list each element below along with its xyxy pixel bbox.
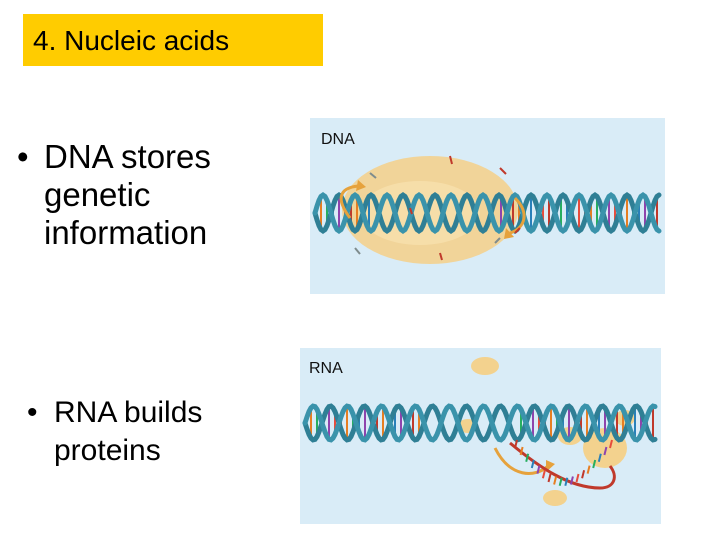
arrowhead-transcription <box>546 460 555 472</box>
rna-dna-strand-2 <box>302 403 658 443</box>
rna-base <box>564 477 569 487</box>
free-nucleotides <box>354 155 521 261</box>
rotation-arrow-right <box>509 196 526 235</box>
slide-title: 4. Nucleic acids <box>33 25 230 56</box>
rna-base <box>553 476 558 485</box>
rna-bases <box>514 439 613 487</box>
rna-base <box>536 465 541 474</box>
rna-base <box>547 473 552 483</box>
dna-illustration <box>310 118 665 294</box>
rna-base <box>575 473 580 483</box>
dna-bullet-line-3: information <box>44 214 208 251</box>
rna-base <box>609 439 613 449</box>
rna-base <box>569 476 574 485</box>
rna-base <box>525 453 530 462</box>
rna-base <box>592 459 597 469</box>
rna-illustration <box>300 348 661 524</box>
rna-base <box>603 446 608 456</box>
rna-base <box>586 465 591 474</box>
dna-bullet-line-1: DNA stores <box>44 138 211 175</box>
rna-base <box>597 453 602 462</box>
title-box: 4. Nucleic acids <box>23 14 323 66</box>
dna-strand-1 <box>312 191 662 235</box>
rna-base <box>541 470 546 479</box>
dna-bullet-line-2: genetic <box>44 176 151 213</box>
rna-base <box>519 446 524 456</box>
dna-strand-2 <box>312 191 662 235</box>
bullet-symbol: • <box>27 396 38 429</box>
rna-dna-strand-1 <box>302 403 658 443</box>
rna-base <box>558 477 563 487</box>
rna-bullet-line-1: RNA builds <box>54 396 203 429</box>
rna-base <box>530 459 535 469</box>
rna-base <box>581 470 586 479</box>
ribosome-blob-6 <box>543 490 567 506</box>
rna-bullet: • RNA builds proteins <box>27 394 267 484</box>
arrowhead-right <box>504 228 514 239</box>
rna-bullet-line-2: proteins <box>54 434 161 467</box>
rotation-arrow-left <box>339 184 359 219</box>
ribosome-blob-1 <box>471 357 499 375</box>
bullet-symbol: • <box>17 138 29 175</box>
dna-bullet: • DNA stores genetic information <box>17 138 287 258</box>
dna-panel-label: DNA <box>321 131 355 148</box>
rna-base <box>514 439 518 449</box>
rna-panel-label: RNA <box>309 360 343 377</box>
arrowhead-left <box>356 180 366 191</box>
